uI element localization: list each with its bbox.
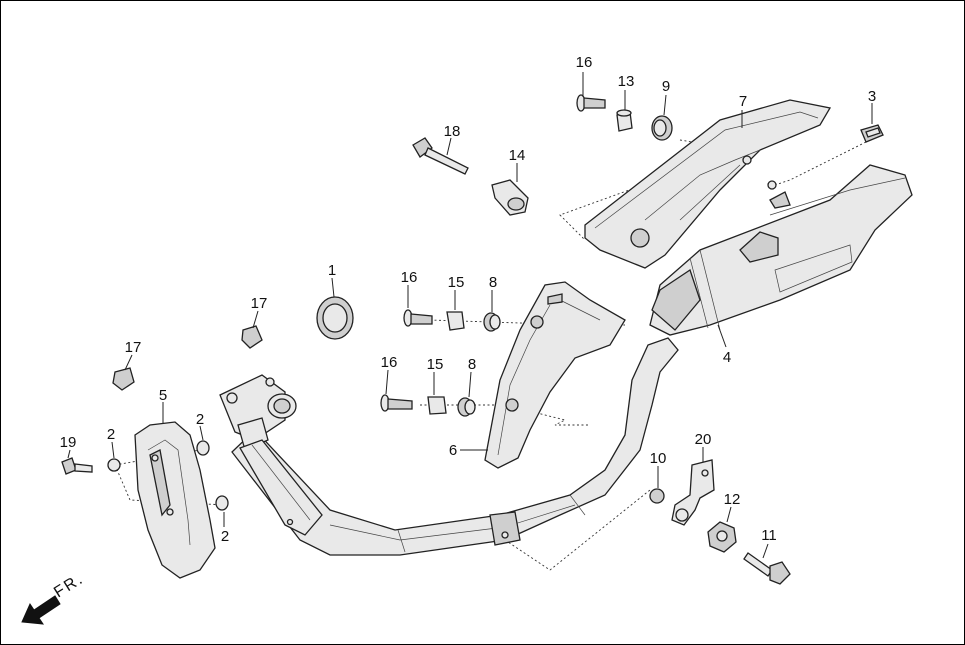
callout-9: 9 (662, 78, 670, 95)
muffler (649, 164, 913, 336)
callout-5: 5 (159, 387, 167, 404)
front-direction-arrow-icon (21, 595, 61, 625)
callout-7: 7 (739, 93, 747, 110)
callout-19: 19 (60, 434, 77, 451)
front-direction-label: FR. (51, 570, 87, 601)
callout-16-top: 16 (576, 54, 593, 71)
callout-10: 10 (650, 450, 667, 467)
callout-15-lower: 15 (427, 356, 444, 373)
callout-17-left: 17 (125, 339, 142, 356)
heat-shield-middle (484, 281, 626, 469)
callout-3: 3 (868, 88, 876, 105)
hardware (61, 94, 791, 585)
leader-lines (67, 72, 873, 559)
callouts: 16 13 9 7 3 18 14 1 16 15 8 17 4 17 16 1… (60, 54, 877, 545)
callout-1: 1 (328, 262, 336, 279)
callout-2-left: 2 (107, 426, 115, 443)
callout-17-middle: 17 (251, 295, 268, 312)
callout-8-middle: 8 (489, 274, 497, 291)
callout-16-middle: 16 (401, 269, 418, 286)
callout-6: 6 (449, 442, 457, 459)
callout-11: 11 (761, 527, 777, 544)
callout-20: 20 (695, 431, 712, 448)
callout-18: 18 (444, 123, 461, 140)
exhaust-pipe (219, 337, 679, 556)
heat-shield-upper (584, 99, 832, 269)
callout-15-middle: 15 (448, 274, 465, 291)
callout-14: 14 (509, 147, 526, 164)
callout-2-upper: 2 (196, 411, 204, 428)
front-direction-indicator: FR. (21, 570, 87, 625)
heat-shield-front (134, 421, 216, 579)
callout-12: 12 (724, 491, 741, 508)
callout-16-lower: 16 (381, 354, 398, 371)
callout-4: 4 (723, 349, 731, 366)
clip (860, 124, 884, 143)
callout-2-lower: 2 (221, 528, 229, 545)
callout-8-lower: 8 (468, 356, 476, 373)
callout-13: 13 (618, 73, 635, 90)
